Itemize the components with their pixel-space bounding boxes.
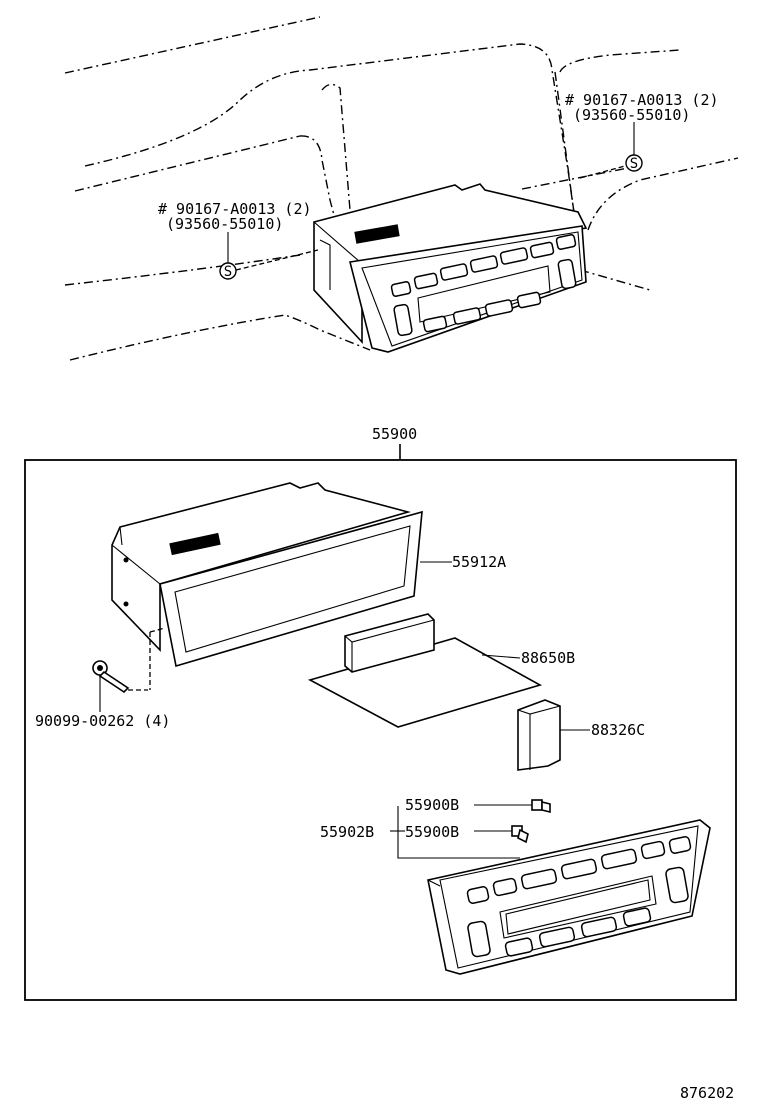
assembly-frame [24,459,737,1001]
label-bulb-lower: 55900B [405,823,459,841]
label-plate-icon [169,532,221,556]
label-housing: 55912A [452,553,506,571]
screw-symbol-left: S [219,249,319,280]
dashboard-overview: S S # 90167-A0013 (2) (93560-55010) # 90… [64,16,739,361]
screw-part [92,660,148,694]
bulb-lower-part [511,825,529,844]
unit-part [307,613,543,728]
svg-text:S: S [630,156,638,172]
assembly-number: 55900 [372,425,417,443]
housing-part [111,482,423,690]
assembly-box: 55900 55912A 90099-00262 (4) [24,425,737,1001]
screw-ref-right-alt: (93560-55010) [573,106,690,124]
control-panel-part [427,819,711,975]
label-bulb-upper: 55900B [405,796,459,814]
connector-part [517,699,561,771]
screw-ref-left-part: # 90167-A0013 (2) [158,200,312,218]
svg-text:S: S [224,264,232,280]
screw-symbol-right: S [579,154,643,179]
label-connector: 88326C [591,721,645,739]
label-unit: 88650B [521,649,575,667]
screw-ref-left-alt: (93560-55010) [166,215,283,233]
diagram-id: 876202 [680,1084,734,1102]
bulb-upper-part [531,799,551,814]
label-screw: 90099-00262 (4) [35,712,170,730]
label-panel: 55902B [320,823,374,841]
label-plate-icon [354,224,400,244]
screw-ref-right-part: # 90167-A0013 (2) [565,91,719,109]
